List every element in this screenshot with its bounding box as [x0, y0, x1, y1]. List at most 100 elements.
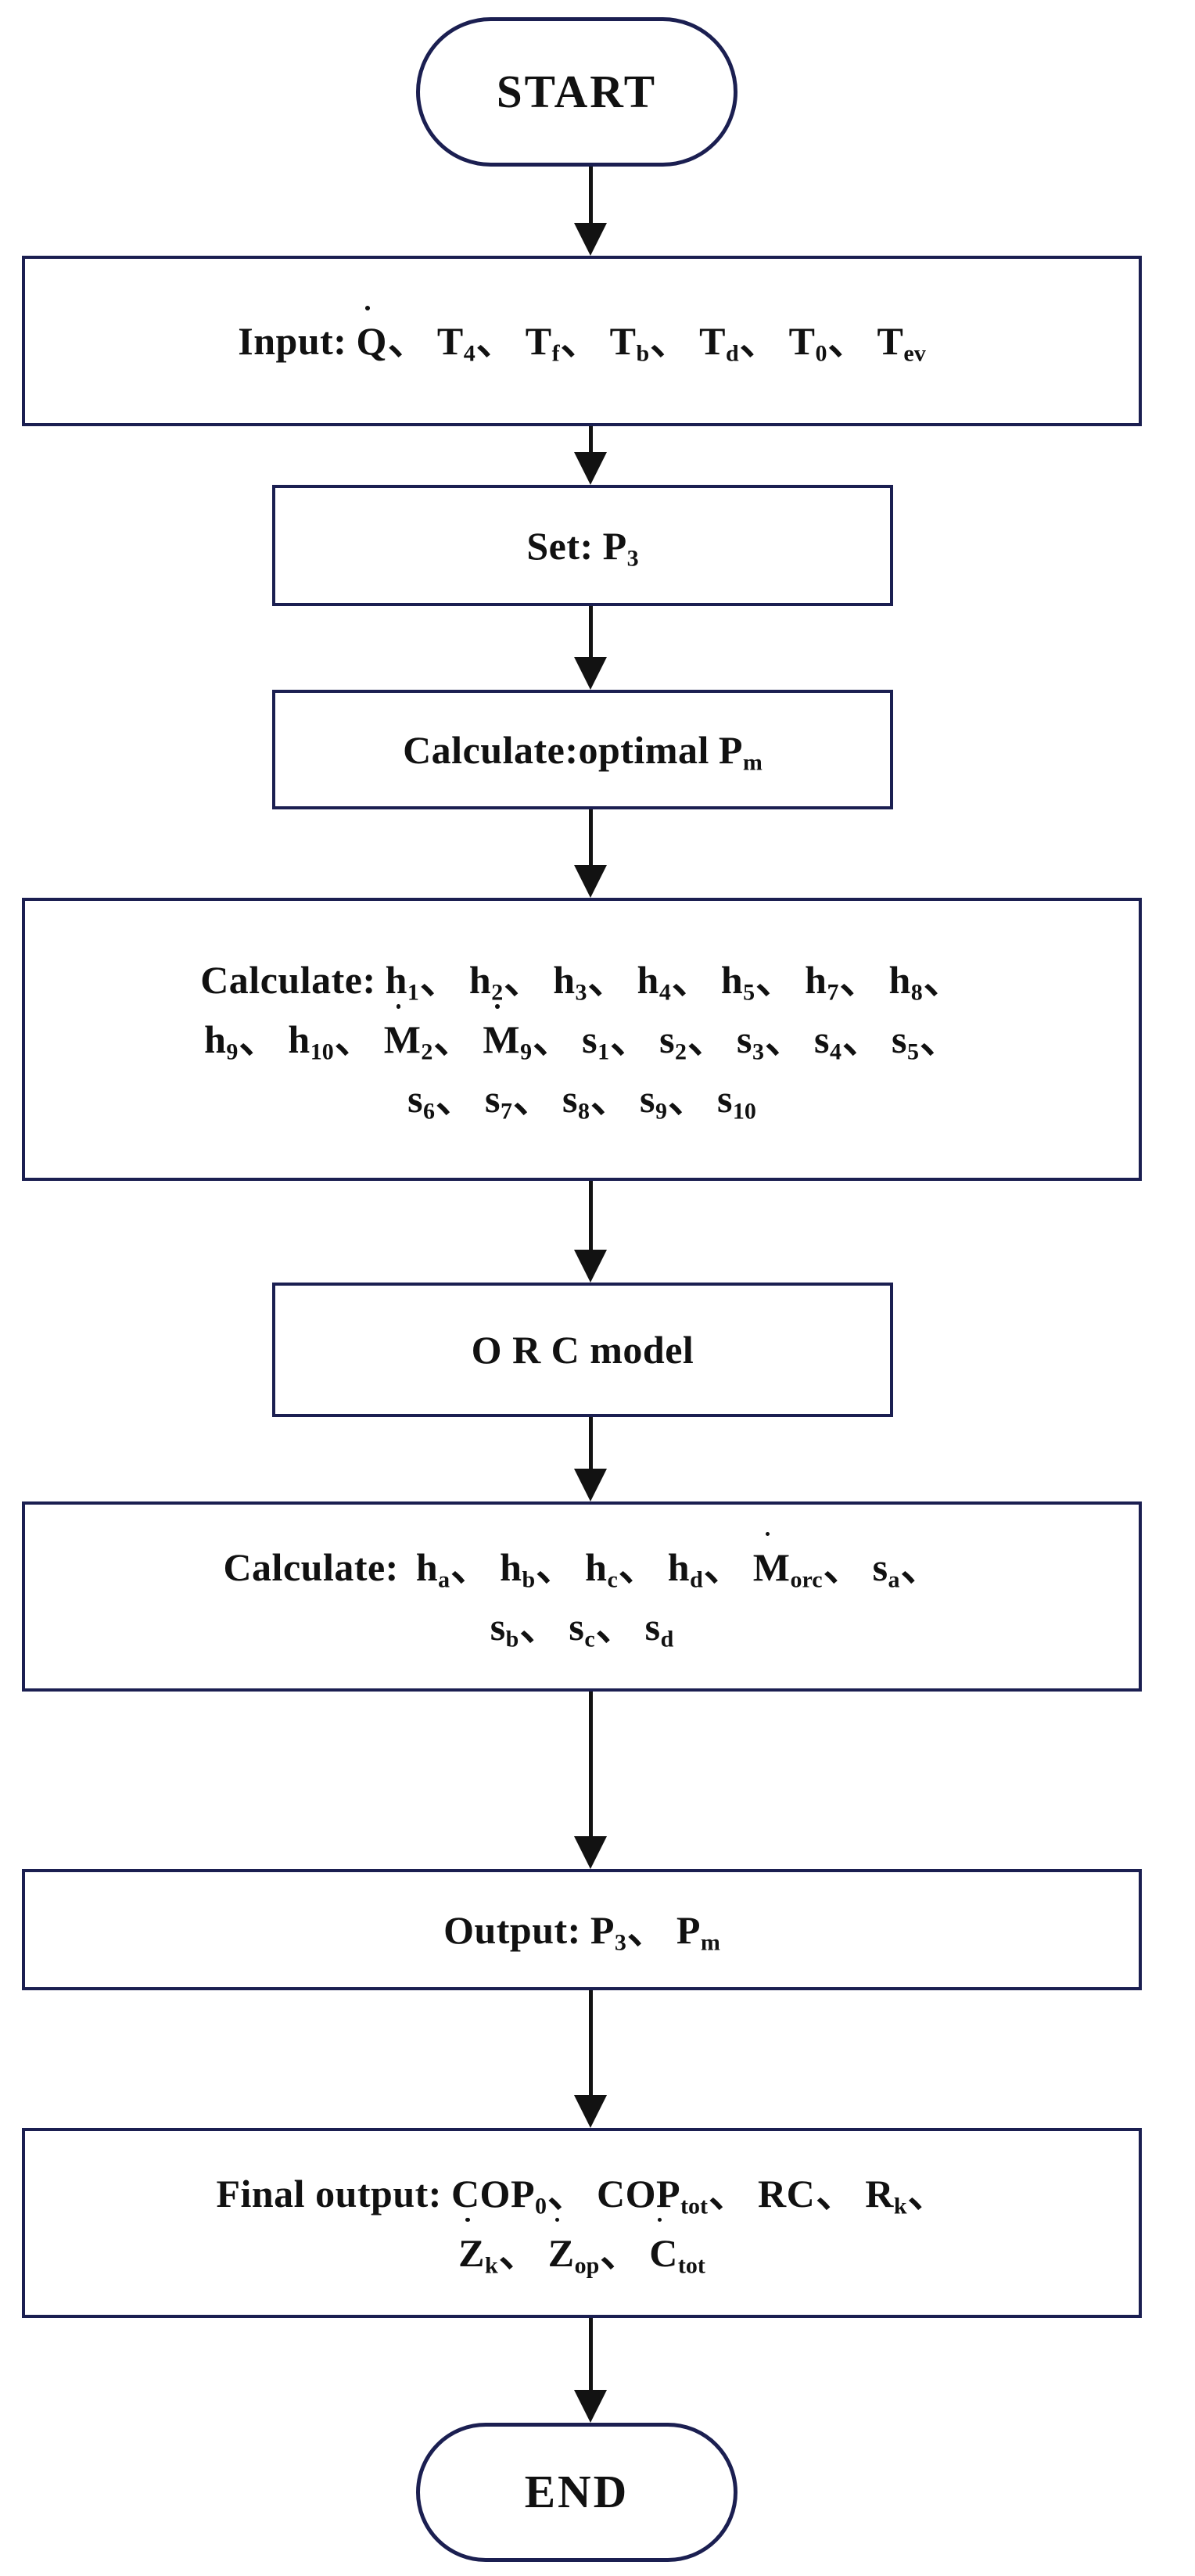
symbol-subscript: 7 [827, 979, 839, 1006]
symbol-base: h [805, 958, 827, 1002]
symbol: s8 [562, 1077, 590, 1125]
node-set-p3-text: Set:P3 [275, 516, 890, 576]
symbol-separator: 、 [839, 958, 879, 1002]
symbol-separator: 、 [595, 1604, 635, 1649]
symbol-subscript: m [742, 748, 763, 775]
node-orc-model[interactable]: O R C model [272, 1283, 893, 1417]
symbol-subscript: 9 [520, 1039, 533, 1065]
symbol-subscript: 2 [421, 1039, 433, 1065]
symbol-separator: 、 [827, 319, 867, 363]
symbol-separator: 、 [610, 1017, 650, 1061]
symbol: Rk [865, 2171, 906, 2218]
node-input-text: Input:Q、T4、Tf、Tb、Td、T0、Tev [25, 306, 1139, 371]
symbol-base: P [590, 1907, 615, 1952]
symbol-subscript: 10 [732, 1098, 756, 1125]
symbol-base: s [737, 1017, 752, 1061]
symbol-separator: 、 [687, 1017, 727, 1061]
node-final-output-line-2: Zk、Zop、Ctot [458, 2217, 705, 2278]
symbol: s5 [891, 1017, 919, 1065]
symbol-subscript: 3 [626, 544, 639, 571]
node-end[interactable]: END [416, 2423, 737, 2562]
symbol-base: h [500, 1545, 522, 1589]
symbol: h7 [805, 958, 839, 1006]
symbol-base: h [415, 1545, 439, 1589]
symbol-base: M [753, 1531, 791, 1597]
symbol-base: Z [548, 2217, 575, 2283]
symbol: h10 [288, 1017, 333, 1064]
node-calc-orc-line-2: sb、sc、sd [490, 1604, 674, 1651]
node-calc-optimal-pm-prefix: Calculate:optimal [403, 727, 709, 772]
symbol-base: h [667, 1545, 691, 1589]
arrow-head [574, 1250, 607, 1283]
symbol-subscript: 3 [752, 1039, 764, 1065]
symbol: COPtot [597, 2171, 708, 2218]
symbol: M2 [384, 1004, 433, 1065]
node-final-output[interactable]: Final output:COP0、COPtot、RC、Rk、 Zk、Zop、C… [22, 2128, 1142, 2318]
symbol-separator: 、 [419, 958, 459, 1002]
symbol-separator: 、 [387, 319, 427, 363]
node-calc-states[interactable]: Calculate:h1、h2、h3、h4、h5、h7、h8、 h9、h10、M… [22, 898, 1142, 1181]
node-set-p3-prefix: Set: [526, 523, 594, 568]
symbol-separator: 、 [504, 958, 544, 1002]
node-set-p3[interactable]: Set:P3 [272, 485, 893, 606]
symbol-subscript: 8 [577, 1098, 590, 1125]
node-input[interactable]: Input:Q、T4、Tf、Tb、Td、T0、Tev [22, 256, 1142, 426]
node-calc-orc-prefix: Calculate: [223, 1545, 399, 1589]
symbol-separator: 、 [907, 2171, 947, 2215]
symbol-subscript: 4 [829, 1039, 842, 1065]
node-calc-orc[interactable]: Calculate:ha、hb、hc、hd、Morc、sa、 sb、sc、sd [22, 1501, 1142, 1692]
symbol: h5 [721, 958, 755, 1004]
symbol-subscript: 5 [906, 1039, 919, 1065]
arrow-head [574, 452, 607, 485]
symbol-separator: 、 [450, 1545, 490, 1589]
node-final-output-line-1: Final output:COP0、COPtot、RC、Rk、 [216, 2171, 947, 2218]
symbol-separator: 、 [755, 958, 795, 1002]
connector-start-to-input [573, 167, 608, 256]
arrow-head [574, 865, 607, 898]
symbol-base: P [718, 727, 743, 772]
symbol-separator: 、 [475, 319, 515, 363]
arrow-shaft [588, 809, 593, 865]
node-orc-model-label: O R C model [471, 1328, 694, 1372]
node-end-label: END [524, 2466, 630, 2518]
symbol-base: M [483, 1004, 520, 1069]
symbol: h4 [637, 958, 671, 1004]
symbol-separator: 、 [739, 319, 779, 363]
symbol-base: Z [458, 2217, 485, 2283]
symbol-base: T [436, 319, 464, 363]
symbol: P3 [603, 524, 639, 571]
symbol-subscript: 1 [598, 1039, 610, 1065]
symbol-base: s [891, 1017, 907, 1061]
node-input-items: Q、T4、Tf、Tb、Td、T0、Tev [356, 306, 926, 365]
symbol-base: T [699, 319, 726, 363]
symbol: Pm [718, 727, 763, 775]
node-start[interactable]: START [416, 17, 737, 167]
node-calc-states-line-1: Calculate:h1、h2、h3、h4、h5、h7、h8、 [200, 958, 964, 1006]
node-final-output-text: Final output:COP0、COPtot、RC、Rk、 Zk、Zop、C… [25, 2164, 1139, 2283]
symbol-separator: 、 [433, 1017, 473, 1061]
symbol-base: s [485, 1077, 501, 1121]
node-output[interactable]: Output:P3、Pm [22, 1869, 1142, 1990]
symbol-base: h [553, 958, 576, 1002]
symbol-base: COP [597, 2171, 681, 2215]
connector-calcorc-to-output [573, 1692, 608, 1869]
symbol-base: COP [450, 2171, 535, 2215]
symbol: Td [699, 319, 739, 365]
arrow-head [574, 223, 607, 256]
symbol: Tb [610, 319, 650, 365]
symbol: sc [569, 1605, 594, 1651]
arrow-head [574, 1469, 607, 1501]
symbol-base: s [490, 1604, 506, 1649]
symbol-base: R [865, 2171, 894, 2215]
node-start-label: START [496, 65, 658, 117]
symbol-subscript: k [485, 2251, 498, 2278]
symbol: Tev [877, 319, 926, 365]
node-final-output-prefix: Final output: [216, 2171, 442, 2215]
node-output-items: P3、Pm [590, 1907, 720, 1954]
node-calc-states-line-3: s6、s7、s8、s9、s10 [407, 1077, 756, 1125]
arrow-shaft [588, 2318, 593, 2390]
symbol-subscript: 2 [675, 1039, 687, 1065]
symbol-separator: 、 [650, 319, 690, 363]
